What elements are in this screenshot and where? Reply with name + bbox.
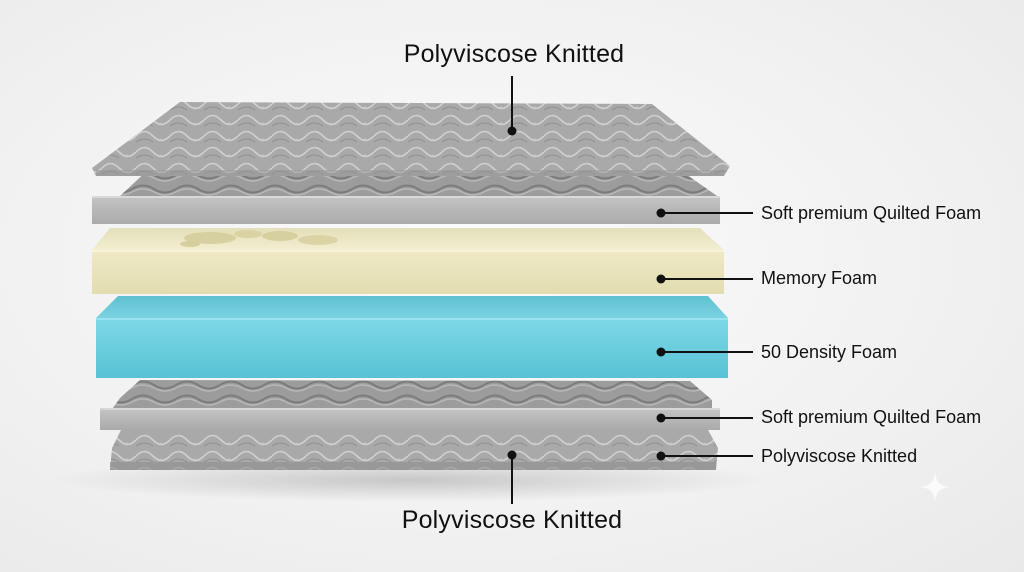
sparkle-icon [920, 472, 950, 502]
layer-top-knit [92, 102, 730, 176]
label-memory-foam: Memory Foam [761, 268, 878, 288]
leader-quilted-top [656, 208, 753, 218]
hand-impression [180, 230, 338, 247]
layer-top-quilted-foam [92, 168, 720, 224]
leader-density [656, 347, 753, 357]
layer-memory-foam [92, 228, 724, 294]
layer-bottom-knit [110, 428, 718, 470]
leader-memory [656, 274, 753, 284]
leader-quilted-bottom [656, 413, 753, 423]
layer-bottom-quilted-foam [100, 380, 720, 430]
leader-top [507, 76, 517, 136]
label-bottom-knit-side: Polyviscose Knitted [761, 446, 918, 466]
label-bottom-quilted-foam: Soft premium Quilted Foam [761, 407, 982, 427]
leader-knit-bottom-side [656, 451, 753, 461]
label-bottom-knit: Polyviscose Knitted [401, 506, 623, 534]
layer-density-foam [96, 296, 728, 378]
label-top-quilted-foam: Soft premium Quilted Foam [761, 203, 982, 223]
label-density-foam: 50 Density Foam [761, 342, 898, 362]
label-top-knit: Polyviscose Knitted [403, 40, 625, 68]
leader-bottom [507, 450, 517, 504]
